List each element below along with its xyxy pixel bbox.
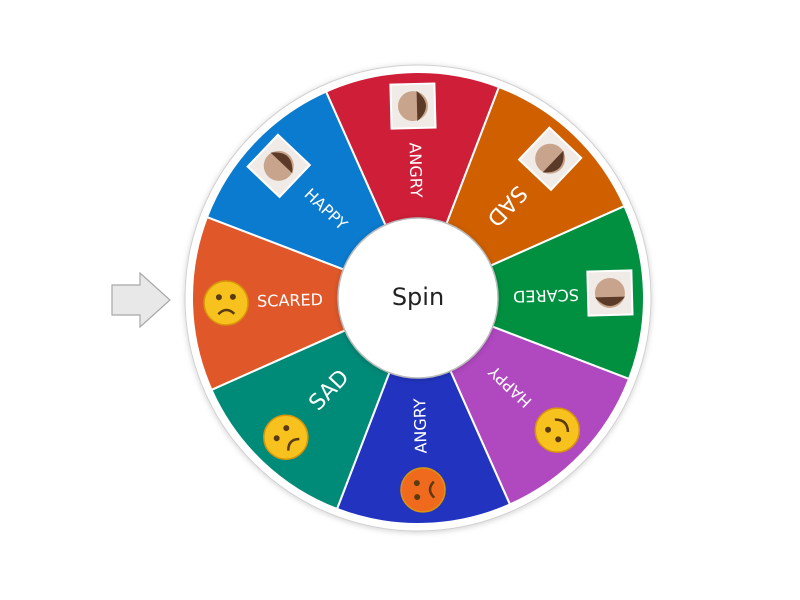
scared-emoji-icon <box>203 280 249 326</box>
segment-slice <box>191 215 421 392</box>
segment-label: SCARED <box>257 290 323 311</box>
angry-emoji-icon <box>400 467 446 513</box>
pointer-arrow-icon <box>111 271 171 329</box>
sad-child-photo-icon <box>517 126 583 192</box>
angry-child-photo-icon <box>389 82 437 130</box>
wheel-segment: SCARED <box>415 204 645 381</box>
spin-label: Spin <box>392 283 444 311</box>
segment-slice <box>324 71 501 301</box>
sad-emoji-icon <box>263 414 309 461</box>
segment-slice <box>335 295 512 525</box>
segment-label: ANGRY <box>405 142 425 198</box>
wheel-segment: ANGRY <box>324 71 501 301</box>
happy-child-photo-icon <box>246 133 312 199</box>
segment-label: SCARED <box>513 285 579 306</box>
segment-label: ANGRY <box>410 398 430 454</box>
scared-child-photo-icon <box>586 269 634 317</box>
wheel-segment: ANGRY <box>335 295 512 525</box>
segment-slice <box>415 204 645 381</box>
spin-button[interactable]: Spin <box>337 217 499 379</box>
wheel-segment: SCARED <box>191 215 421 392</box>
happy-emoji-icon <box>534 407 581 453</box>
